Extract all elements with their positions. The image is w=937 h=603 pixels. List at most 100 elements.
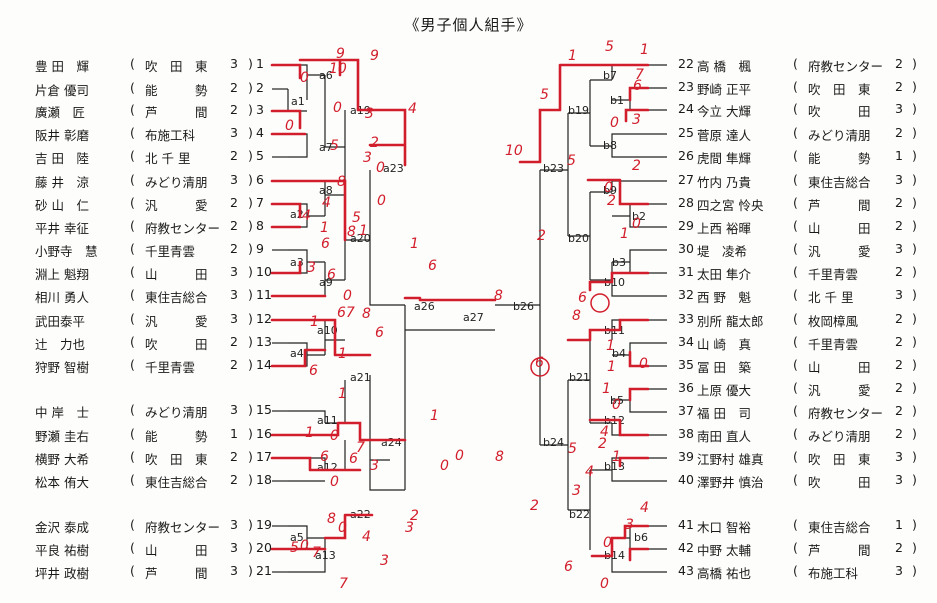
player-paren-open: ( [793, 563, 798, 578]
winner-trace [588, 271, 650, 292]
match-label: b2 [632, 210, 646, 223]
handwritten-score: 8 [327, 511, 336, 527]
bracket-line [369, 375, 405, 491]
player-name: 小野寺 慧 [35, 244, 98, 259]
match-label: b7 [603, 69, 617, 82]
bracket-line [540, 113, 569, 236]
winner-trace [270, 260, 327, 298]
player-num: 34 [678, 334, 694, 349]
handwritten-score: 0 [343, 288, 352, 304]
match-label: a1 [291, 95, 305, 108]
player-school: 汎 愛 [145, 198, 208, 213]
handwritten-score: 1 [430, 408, 439, 424]
player-school: 北 千 里 [808, 290, 854, 305]
player-school: 布施工科 [808, 566, 859, 581]
player-paren-open: ( [793, 101, 798, 116]
player-num: 28 [678, 195, 694, 210]
player-school: 能 勢 [808, 151, 871, 166]
match-label: b24 [543, 436, 564, 449]
player-grade: 2 [230, 218, 238, 233]
handwritten-score: 9 [336, 46, 345, 62]
player-paren-close: ) [248, 472, 253, 487]
player-grade: 2 [895, 403, 903, 418]
player-paren-close: ) [912, 264, 917, 279]
player-num: 22 [678, 56, 694, 71]
player-paren-open: ( [793, 357, 798, 372]
player-school: 汎 愛 [808, 244, 871, 259]
player-paren-open: ( [793, 125, 798, 140]
player-num: 11 [256, 287, 272, 302]
match-label: a21 [350, 371, 371, 384]
handwritten-score: 8 [347, 224, 356, 240]
player-grade: 2 [895, 334, 903, 349]
player-name: 平井 幸征 [35, 221, 89, 236]
player-school: 吹 田 [145, 337, 208, 352]
player-paren-open: ( [793, 403, 798, 418]
handwritten-score: 6 [349, 451, 358, 467]
handwritten-score: 4 [362, 529, 371, 545]
player-grade: 3 [895, 287, 903, 302]
player-grade: 3 [230, 287, 238, 302]
match-label: b19 [568, 104, 589, 117]
handwritten-score: 0 [330, 474, 339, 490]
player-num: 35 [678, 357, 694, 372]
player-grade: 1 [230, 426, 238, 441]
handwritten-score: 3 [363, 150, 372, 166]
bracket-line [495, 170, 541, 445]
circle-mark [530, 357, 550, 377]
player-paren-close: ) [912, 380, 917, 395]
player-name: 阪井 彰磨 [35, 128, 89, 143]
player-num: 9 [256, 241, 264, 256]
player-paren-open: ( [130, 195, 135, 210]
player-school: 山 田 [808, 360, 871, 375]
handwritten-score: 3 [572, 483, 581, 499]
handwritten-score: 5 [605, 39, 614, 55]
bracket-line [568, 80, 591, 146]
handwritten-score: 2 [632, 158, 641, 174]
handwritten-score: 1 [320, 220, 329, 236]
player-num: 40 [678, 472, 694, 487]
player-grade: 3 [895, 172, 903, 187]
player-grade: 3 [895, 563, 903, 578]
player-name: 冨 田 築 [697, 360, 751, 375]
winner-trace [270, 513, 374, 551]
player-name: 野瀬 圭右 [35, 429, 89, 444]
handwritten-score: 2 [410, 508, 419, 524]
player-name: 坪井 政樹 [35, 566, 89, 581]
player-paren-open: ( [130, 517, 135, 532]
player-paren-close: ) [912, 563, 917, 578]
handwritten-score: 1 [359, 223, 368, 239]
handwritten-score: 7 [312, 545, 321, 561]
bracket-line [568, 340, 591, 423]
player-school: 東住吉総合 [808, 175, 871, 190]
handwritten-score: 6 [309, 363, 318, 379]
player-school: 千里青雲 [145, 360, 196, 375]
player-name: 上原 優大 [697, 383, 751, 398]
player-school: みどり清朋 [808, 429, 871, 444]
player-paren-close: ) [248, 357, 253, 372]
player-paren-open: ( [793, 311, 798, 326]
player-paren-open: ( [793, 426, 798, 441]
player-grade: 3 [895, 449, 903, 464]
player-paren-close: ) [912, 403, 917, 418]
match-label: b3 [612, 256, 626, 269]
match-label: a10 [317, 324, 338, 337]
handwritten-score: 0 [612, 397, 621, 413]
match-label: b8 [603, 139, 617, 152]
player-num: 13 [256, 334, 272, 349]
handwritten-score: 1 [338, 386, 347, 402]
player-grade: 3 [230, 517, 238, 532]
player-grade: 2 [895, 56, 903, 71]
match-label: b10 [604, 276, 625, 289]
player-name: 澤野井 慎治 [697, 475, 764, 490]
player-num: 39 [678, 449, 694, 464]
match-label: b22 [569, 508, 590, 521]
circle-mark [590, 293, 610, 313]
player-grade: 2 [895, 540, 903, 555]
player-paren-close: ) [912, 56, 917, 71]
player-paren-open: ( [130, 402, 135, 417]
player-name: 砂 山 仁 [35, 198, 89, 213]
player-grade: 1 [895, 148, 903, 163]
handwritten-score: 3 [307, 260, 316, 276]
